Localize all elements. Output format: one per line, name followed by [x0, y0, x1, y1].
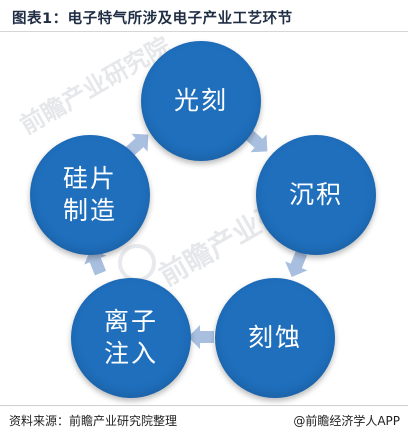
step-label: 沉积 [288, 180, 343, 209]
brand-credit: @前瞻经济学人APP [293, 414, 400, 428]
footer-divider [0, 405, 408, 406]
step-label-line2: 制造 [62, 196, 117, 225]
step-label: 刻蚀 [247, 323, 302, 352]
step-label-line1: 离子 [103, 307, 158, 336]
step-ion-implantation: 离子 注入 [71, 278, 191, 398]
step-deposition: 沉积 [256, 135, 376, 255]
step-etching: 刻蚀 [215, 278, 335, 398]
title-divider [0, 31, 408, 32]
arrow-up-icon [84, 249, 107, 276]
step-lithography: 光刻 [141, 41, 261, 161]
arrow-left-icon [188, 325, 214, 349]
source-note: 资料来源：前瞻产业研究院整理 [9, 414, 178, 428]
step-label-line1: 硅片 [62, 164, 117, 193]
step-label: 光刻 [173, 86, 228, 115]
step-label-line2: 注入 [103, 339, 158, 368]
figure-title: 图表1：电子特气所涉及电子产业工艺环节 [12, 11, 293, 27]
arrow-down-icon [285, 250, 308, 277]
step-wafer-manufacturing: 硅片 制造 [30, 135, 150, 255]
